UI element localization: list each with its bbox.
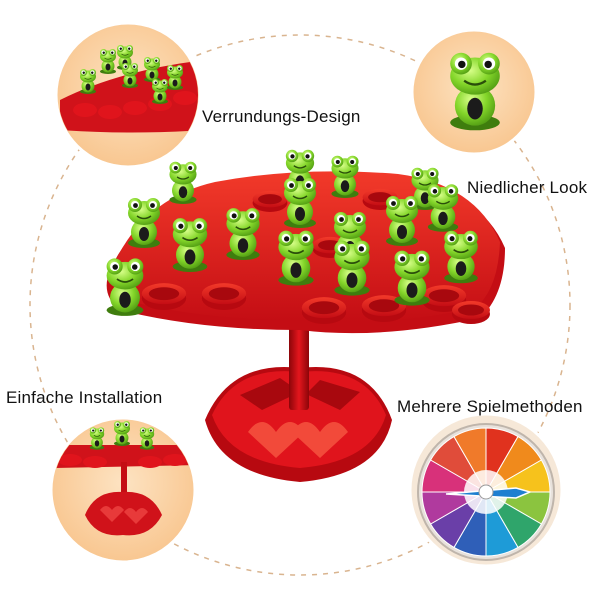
- callout-label-install: Einfache Installation: [6, 388, 163, 407]
- dashed-ring: [29, 34, 571, 576]
- balance-tree-toy: [105, 149, 506, 482]
- callout-label-spinner: Mehrere Spielmethoden: [397, 397, 583, 416]
- heart-icon: [248, 422, 304, 458]
- callout-circle-spinner: [408, 412, 564, 568]
- heart-icon: [100, 506, 124, 522]
- callout-circle-install: [49, 416, 197, 564]
- callout-circle-look: [410, 28, 538, 156]
- spinner-wheel-icon: [417, 423, 555, 561]
- callout-circle-design: [54, 21, 202, 169]
- callout-label-design: Verrundungs-Design: [202, 107, 361, 126]
- callout-label-look: Niedlicher Look: [467, 178, 588, 197]
